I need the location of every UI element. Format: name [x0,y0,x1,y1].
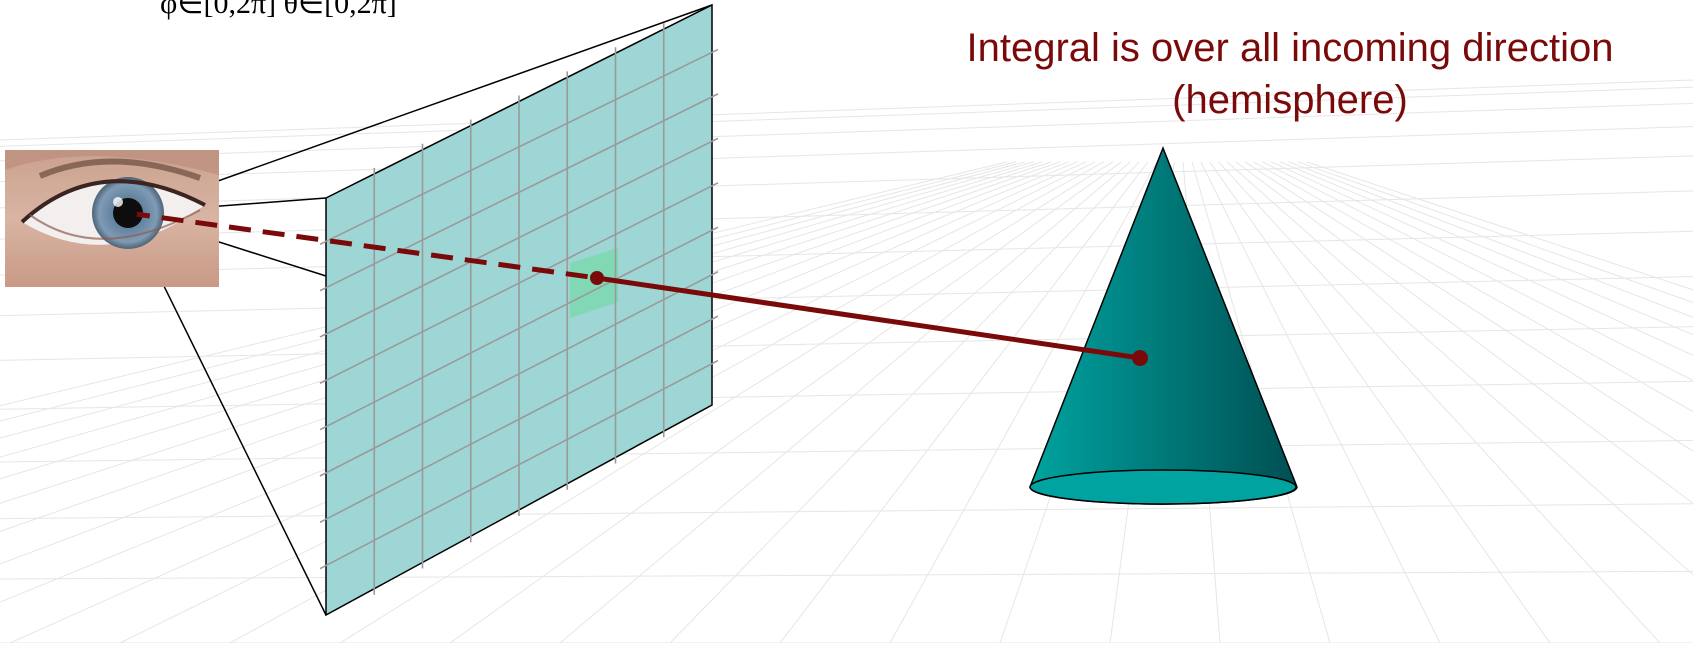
floor-grid-line [449,161,1122,644]
floor-grid-line [0,230,1693,276]
camera-ray-solid [596,275,1141,361]
camera-ray-dashed [127,210,598,281]
floor-grid-line [0,102,1693,162]
floor-grid-line [0,161,1034,458]
image-plane-grid-line [319,137,719,338]
floor-grid-line [1306,161,1693,291]
floor-grid-line [0,161,1043,480]
floor-grid-line [0,439,1693,463]
image-plane-grid-line [319,182,719,385]
floor-grid-line [1200,161,1441,644]
floor-grid-line [0,79,1693,141]
floor-grid-line [1279,161,1693,336]
floor-grid-line [0,126,1693,183]
floor-grid-line [1297,161,1693,304]
floor-grid-line [0,276,1693,317]
floor-grid-line [0,155,1693,209]
caption-line-2: (hemisphere) [1172,78,1408,122]
floor-grid-line [779,161,1149,644]
image-plane-grid-line [319,270,719,477]
cone-object [1029,145,1298,505]
floor-grid-line [0,190,1693,240]
floor-grid-line [1235,161,1693,504]
image-plane-grid-line [319,48,719,246]
image-plane-grid [319,23,719,595]
floor-grid-line [1270,161,1693,356]
floor-grid [0,79,1693,644]
image-plane-grid-line [319,226,719,431]
floor-grid-line [339,161,1114,644]
floor-grid-line [0,86,1693,147]
caption-text: Integral is over all incoming direction … [880,22,1693,126]
floor-grid-line [0,380,1693,410]
image-plane [319,3,719,617]
caption-line-1: Integral is over all incoming direction [966,26,1614,70]
pixel-point [590,271,604,285]
floor-grid-line [1253,161,1693,413]
floor-grid-line [1226,161,1693,576]
floor-grid-line [0,503,1693,520]
image-plane-grid-line [319,93,719,292]
floor-grid-line [1288,161,1693,318]
floor-grid-line [889,161,1158,644]
image-plane-grid-line [319,315,719,524]
eye-point [119,204,137,222]
eye-photo-icon [5,150,219,287]
angle-range-formula: φ∈[0,2π] θ∈[0,2π] [160,0,397,20]
image-plane-grid-line [319,359,719,570]
floor-grid-line [1262,161,1693,382]
floor-grid-line [669,161,1140,644]
hit-point [1132,350,1148,366]
floor-grid-line [0,161,1052,504]
frustum-line-top-right [127,4,713,214]
floor-grid-line [0,326,1693,361]
floor-grid-line [1244,161,1693,452]
floor-grid-line [0,570,1693,580]
floor-grid-line [559,161,1131,644]
floor-grid-line [0,161,1025,439]
